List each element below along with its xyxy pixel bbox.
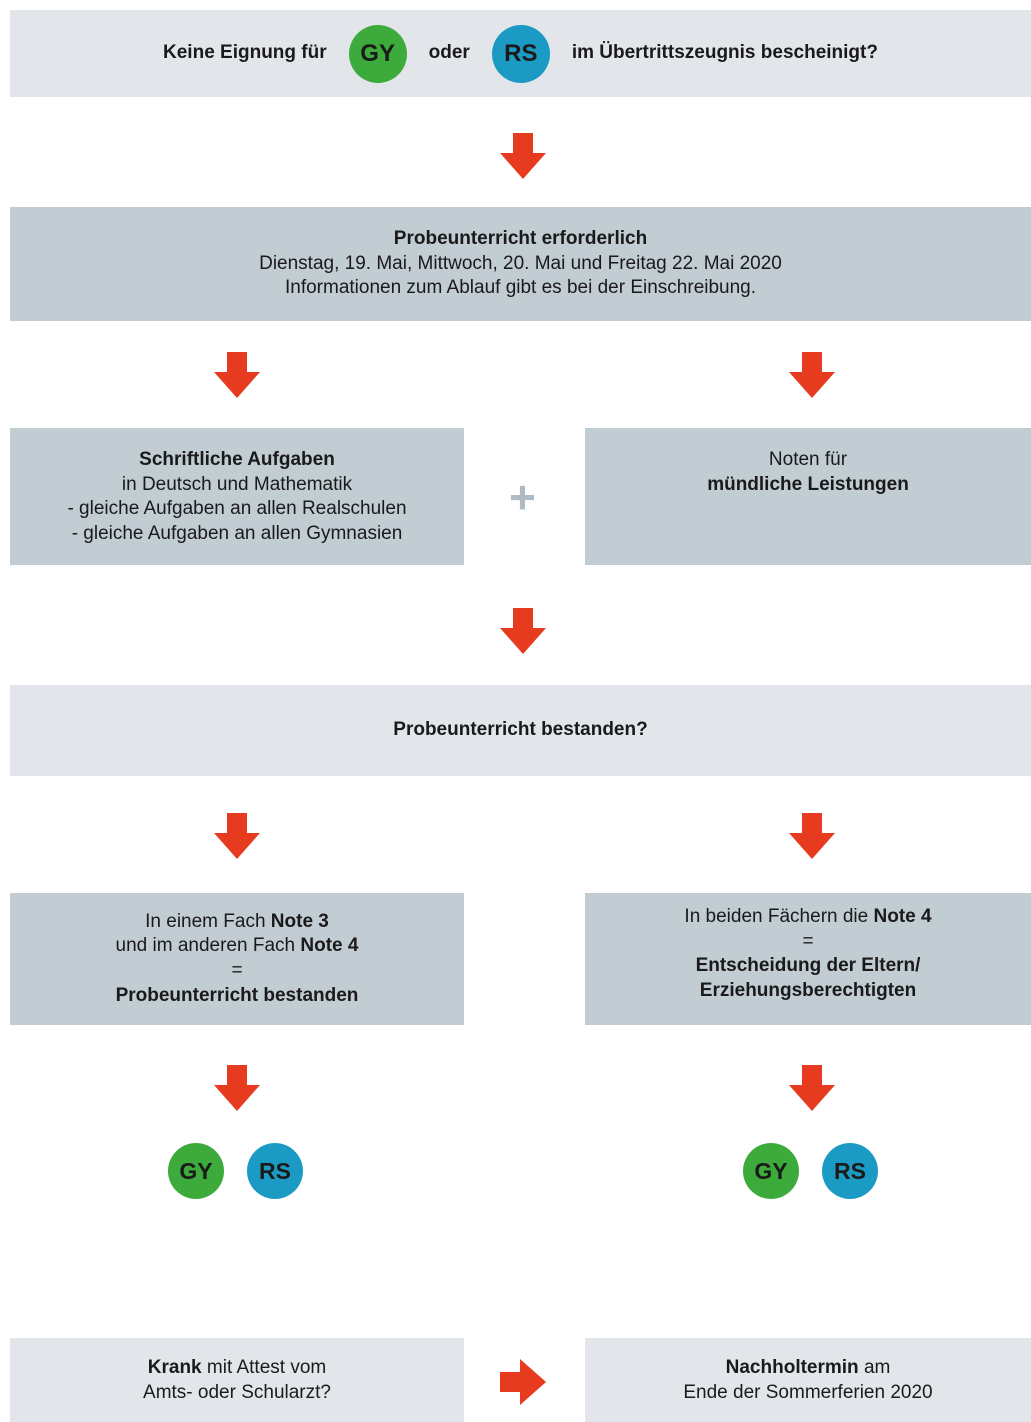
result-line-both-grade4: In beiden Fächern die Note 4 — [684, 906, 932, 927]
makeup-line1: Nachholtermin am — [725, 1357, 891, 1378]
arrow-down-icon — [214, 352, 260, 398]
written-tasks-realschulen: - gleiche Aufgaben an allen Realschulen — [67, 498, 407, 520]
passed-question-box: Probeunterricht bestanden? — [10, 685, 1031, 776]
passed-result-box: In einem Fach Note 3 und im anderen Fach… — [10, 893, 464, 1025]
parents-decision-line2: Erziehungsberechtigten — [699, 980, 917, 1002]
result-line-grade3: In einem Fach Note 3 — [145, 910, 329, 932]
arrow-down-icon — [500, 133, 546, 179]
header-suffix: im Übertrittszeugnis bescheinigt? — [571, 42, 878, 64]
arrow-down-icon — [789, 813, 835, 859]
eligibility-question-box: Keine Eignung für GY oder RS im Übertrit… — [10, 10, 1031, 97]
makeup-line2: Ende der Sommerferien 2020 — [683, 1381, 933, 1403]
arrow-down-icon — [214, 1065, 260, 1111]
trial-lesson-info: Informationen zum Ablauf gibt es bei der… — [284, 277, 757, 299]
arrow-down-icon — [789, 1065, 835, 1111]
rs-badge: RS — [491, 24, 550, 83]
parents-decision-box: In beiden Fächern die Note 4 = Entscheid… — [585, 893, 1031, 1025]
header-prefix: Keine Eignung für — [163, 42, 327, 64]
arrow-down-icon — [500, 608, 546, 654]
arrow-down-icon — [214, 813, 260, 859]
oral-grades-box: Noten für mündliche Leistungen — [585, 428, 1031, 565]
oral-grades-title: mündliche Leistungen — [707, 473, 909, 495]
makeup-date-box: Nachholtermin am Ende der Sommerferien 2… — [585, 1338, 1031, 1422]
parents-decision-line1: Entscheidung der Eltern/ — [695, 955, 921, 977]
rs-badge: RS — [822, 1143, 878, 1199]
result-line-grade4: und im anderen Fach Note 4 — [115, 935, 359, 957]
sick-line1: Krank mit Attest vom — [147, 1357, 327, 1378]
arrow-right-icon — [500, 1359, 546, 1405]
gy-badge: GY — [168, 1143, 224, 1199]
oral-grades-label: Noten für — [768, 449, 848, 470]
trial-lesson-dates: Dienstag, 19. Mai, Mittwoch, 20. Mai und… — [259, 252, 782, 274]
gy-badge: GY — [348, 24, 407, 83]
gy-badge: GY — [743, 1143, 799, 1199]
passed-result-text: Probeunterricht bestanden — [115, 984, 359, 1006]
written-tasks-gymnasien: - gleiche Aufgaben an allen Gymnasien — [71, 523, 403, 545]
trial-lesson-box: Probeunterricht erforderlich Dienstag, 1… — [10, 207, 1031, 321]
sick-question-box: Krank mit Attest vom Amts- oder Schularz… — [10, 1338, 464, 1422]
rs-badge: RS — [247, 1143, 303, 1199]
sick-line2: Amts- oder Schularzt? — [143, 1381, 331, 1403]
arrow-down-icon — [789, 352, 835, 398]
written-tasks-subjects: in Deutsch und Mathematik — [121, 473, 353, 495]
passed-question-text: Probeunterricht bestanden? — [393, 719, 648, 741]
equals-sign: = — [231, 960, 243, 981]
trial-lesson-title: Probeunterricht erforderlich — [393, 227, 648, 249]
equals-sign: = — [802, 930, 814, 952]
written-tasks-title: Schriftliche Aufgaben — [139, 449, 335, 470]
written-tasks-box: Schriftliche Aufgaben in Deutsch und Mat… — [10, 428, 464, 565]
header-middle: oder — [428, 42, 470, 64]
plus-icon: + — [509, 471, 536, 523]
